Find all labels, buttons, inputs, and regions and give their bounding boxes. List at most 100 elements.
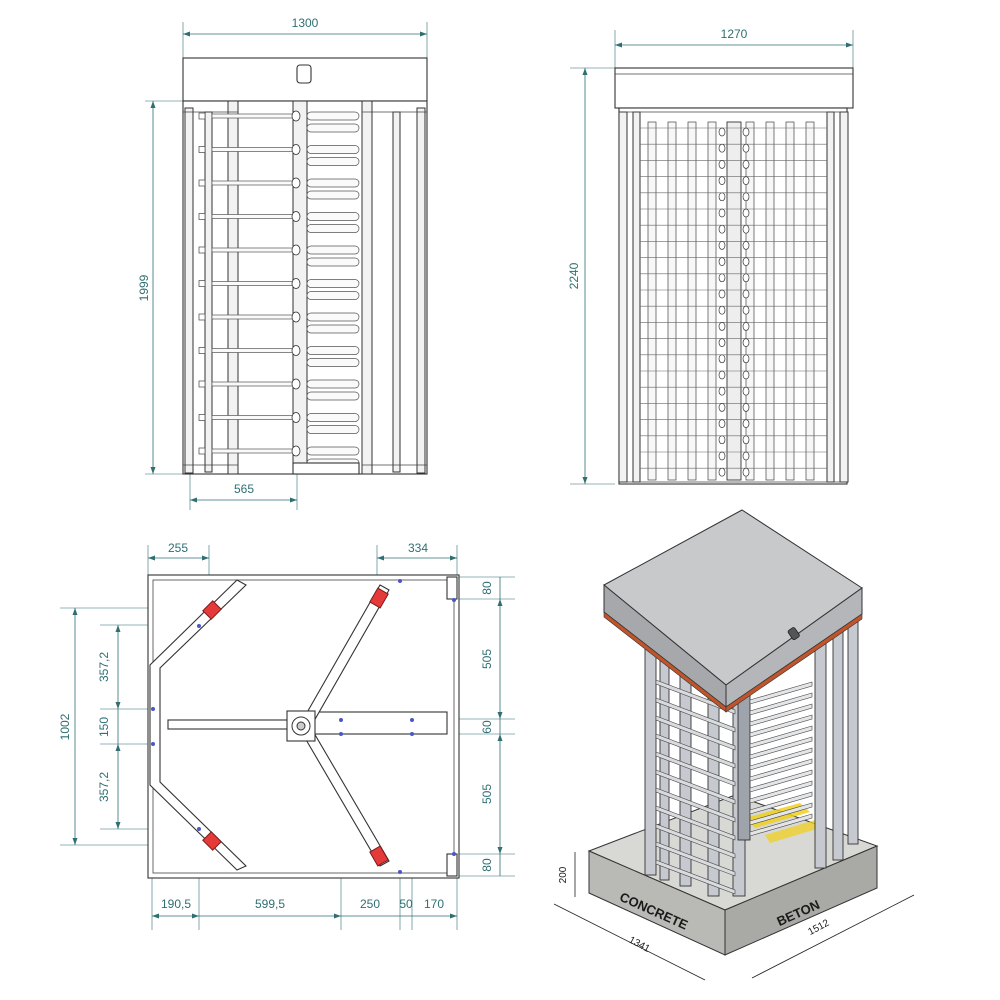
iso-left-rung (655, 679, 736, 715)
side-arm-hub (718, 305, 726, 315)
front-rotor-arms (198, 110, 360, 468)
front-width-label: 1300 (292, 16, 319, 30)
iso-left-rung (655, 859, 736, 895)
iso-rotor-bar (749, 780, 813, 804)
front-arm-right (306, 245, 360, 255)
side-height-label: 2240 (567, 262, 581, 289)
front-arm-left (211, 147, 295, 152)
iso-rotor-bar (749, 725, 813, 749)
front-lock-icon (296, 64, 312, 84)
side-arm-hub (718, 192, 726, 202)
front-arm-right (306, 379, 360, 389)
plan-left-lower-label: 357,2 (97, 772, 111, 802)
iso-left-rung (655, 697, 736, 733)
front-arm-hub (291, 177, 301, 189)
front-arm-hub (291, 244, 301, 256)
iso-lock-icon (787, 627, 800, 641)
plan-height-label: 1002 (58, 713, 72, 740)
iso-left-rung (655, 841, 736, 877)
side-arm-hub (718, 160, 726, 169)
plan-top-right-label: 334 (408, 541, 428, 555)
front-arm-right (306, 157, 360, 166)
front-arm-right (306, 145, 360, 154)
front-arm-cap (198, 146, 206, 153)
iso-left-rung (655, 787, 736, 823)
plan-left-mid-label: 150 (97, 717, 111, 737)
side-arm-hub (718, 451, 726, 461)
side-arm-hub (742, 386, 750, 396)
plan-right-top-label: 80 (480, 581, 494, 595)
front-arm-right (306, 425, 360, 434)
front-arm-hub (291, 412, 301, 423)
side-canopy (614, 67, 854, 109)
front-arm-cap (198, 112, 206, 120)
side-arm-hub (718, 273, 726, 283)
iso-rotor-bar (749, 791, 813, 815)
plan-top-left-label: 255 (168, 541, 188, 555)
front-arm-right (306, 358, 360, 367)
side-arm-hub (718, 467, 726, 477)
plan-right-bottom-label: 80 (480, 858, 494, 872)
iso-rotor-bar (749, 714, 813, 738)
side-arm-hub (742, 370, 750, 380)
side-arm-hub (718, 208, 726, 218)
iso-view: CONCRETE BETON 200 1341 (553, 509, 915, 981)
front-arm-cap (198, 447, 206, 455)
side-arm-hub (742, 224, 750, 234)
plan-bottom-5-label: 170 (424, 897, 444, 911)
side-arm-hub (718, 338, 726, 347)
front-arm-hub (291, 110, 301, 122)
iso-rotor-bar (749, 769, 813, 793)
plan-bottom-2-label: 599,5 (255, 897, 285, 911)
side-grid-column (745, 121, 755, 481)
side-arm-hub (742, 127, 750, 137)
front-arm-cap (198, 179, 206, 187)
front-arm-cap (198, 213, 206, 220)
front-arm-hub (291, 278, 301, 289)
front-arm-right (306, 224, 360, 233)
iso-rotor-bar (749, 681, 813, 705)
plan-bottom-4-label: 50 (399, 897, 413, 911)
side-grid-column (687, 121, 697, 481)
side-grid-column (647, 121, 657, 481)
plan-right-lower-label: 505 (480, 784, 494, 804)
side-arm-hub (742, 338, 750, 347)
front-arm-left (211, 281, 295, 286)
front-arm-right (306, 413, 360, 422)
front-arm-left (211, 180, 295, 186)
side-arm-hub (718, 354, 726, 364)
front-arm-right (306, 178, 360, 188)
plan-view: 255 334 1002 357,2 150 357,2 (58, 541, 515, 930)
side-arm-hub (742, 322, 750, 331)
front-arm-left (211, 113, 295, 119)
plan-right-upper-label: 505 (480, 649, 494, 669)
iso-base-height-label: 200 (558, 866, 569, 883)
iso-left-rung (655, 823, 736, 859)
side-arm-hub (742, 467, 750, 477)
front-arm-right (306, 279, 360, 288)
side-arm-hub (742, 160, 750, 169)
iso-left-rungs (655, 679, 736, 895)
front-arm-right (306, 123, 360, 133)
iso-rotor-bar (749, 813, 813, 837)
front-height-label: 1999 (137, 274, 151, 301)
front-arm-right (306, 446, 360, 456)
side-arm-hub (742, 354, 750, 364)
iso-rotor-bar (749, 802, 813, 826)
iso-rotor-bar (749, 692, 813, 716)
front-arm-hub (291, 445, 301, 457)
side-arm-hub (742, 257, 750, 266)
front-arm-left (211, 314, 295, 320)
side-arm-hub (742, 419, 750, 428)
plan-left-upper-label: 357,2 (97, 652, 111, 682)
plan-pad-3 (369, 587, 389, 609)
side-arm-hub (718, 241, 726, 250)
front-arm-cap (198, 414, 206, 421)
side-arm-hub (718, 386, 726, 396)
front-arm-hub (291, 378, 301, 390)
iso-rotor-bar (749, 758, 813, 782)
plan-bottom-3-label: 250 (360, 897, 380, 911)
iso-left-rung (655, 805, 736, 841)
side-arm-hub (718, 419, 726, 428)
